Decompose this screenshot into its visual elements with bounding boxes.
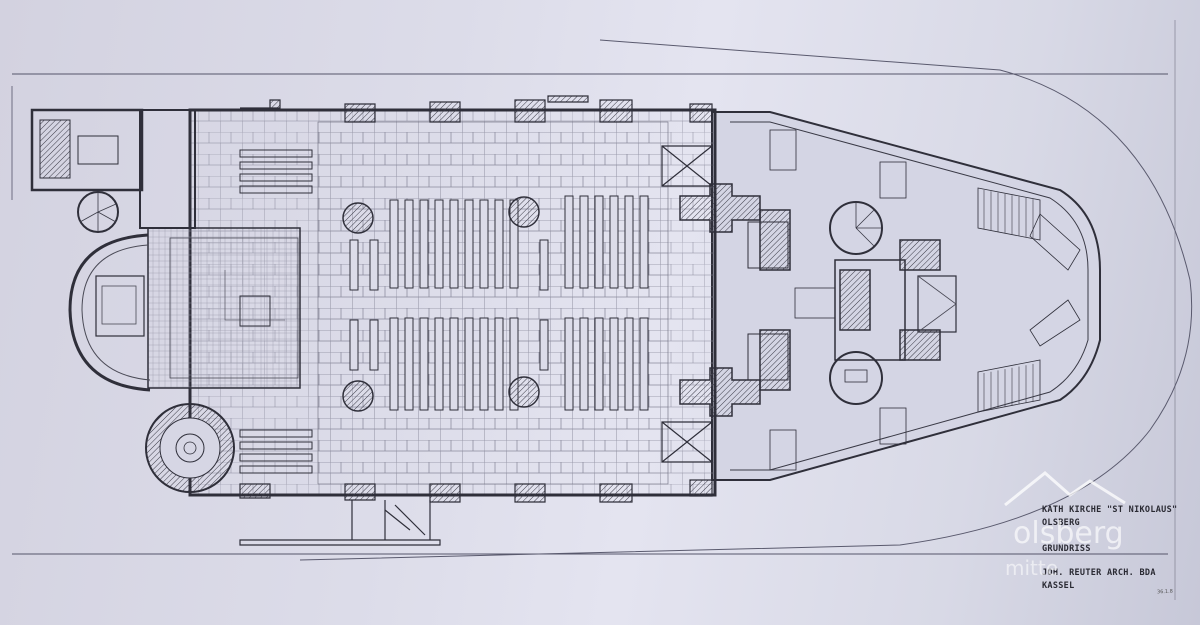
pews-nave: [349, 195, 649, 411]
nw-annex: [30, 108, 144, 192]
svg-text:mitte: mitte: [1005, 556, 1058, 580]
pew: [369, 319, 379, 371]
buttresses-top: [240, 95, 713, 123]
pew: [419, 317, 429, 411]
title-architect: JOH. REUTER ARCH. BDA: [1042, 568, 1156, 578]
side-chapels: [661, 145, 713, 463]
round-tower-bottom: [829, 351, 883, 405]
pew: [369, 239, 379, 291]
pew: [564, 317, 574, 411]
pew: [389, 317, 399, 411]
pew: [594, 195, 604, 289]
pew: [509, 317, 519, 411]
sanctuary: [147, 227, 301, 389]
title-drawing-type: GRUNDRISS: [1042, 544, 1091, 554]
pew: [579, 317, 589, 411]
pew: [389, 199, 399, 289]
pew: [579, 195, 589, 289]
pew: [624, 195, 634, 289]
pew: [419, 199, 429, 289]
south-porch: [239, 500, 441, 546]
sacristy-left: [747, 221, 789, 269]
apse-outline: [711, 111, 1101, 481]
pew: [479, 317, 489, 411]
pew: [434, 317, 444, 411]
title-town: OLSBERG: [1042, 518, 1080, 528]
pew: [609, 317, 619, 411]
altar: [239, 295, 271, 327]
choir-walls: [679, 183, 941, 417]
pew: [479, 199, 489, 289]
pew: [449, 317, 459, 411]
pew: [464, 199, 474, 289]
pillars: [342, 196, 540, 412]
watermark-mountain-icon: olsberg mitte: [1004, 471, 1126, 580]
pew: [404, 317, 414, 411]
pew: [539, 319, 549, 371]
watermark-logo: olsberg mitte: [985, 455, 1135, 595]
sheet-number: 36.1.8: [1156, 588, 1174, 596]
svg-text:olsberg: olsberg: [1013, 516, 1124, 551]
pew: [349, 239, 359, 291]
font-block: [95, 275, 145, 337]
pew: [639, 317, 649, 411]
title-church: KATH KIRCHE "ST NIKOLAUS": [1042, 505, 1178, 515]
site-outline: [299, 39, 1193, 561]
sacristy-right: [747, 333, 789, 381]
pews-left: [239, 149, 313, 474]
pew: [494, 317, 504, 411]
stairs-east: [977, 187, 1081, 413]
pew: [494, 199, 504, 289]
pew: [639, 195, 649, 289]
stairs-choir: [769, 129, 907, 471]
pew: [349, 319, 359, 371]
pew: [624, 317, 634, 411]
pew: [609, 195, 619, 289]
west-apse: [68, 233, 151, 392]
pew: [539, 239, 549, 291]
pew: [594, 317, 604, 411]
pew: [404, 199, 414, 289]
buttresses-bottom: [239, 479, 713, 503]
pew: [434, 199, 444, 289]
title-city: KASSEL: [1042, 581, 1075, 591]
pew: [449, 199, 459, 289]
pew: [564, 195, 574, 289]
pew: [464, 317, 474, 411]
